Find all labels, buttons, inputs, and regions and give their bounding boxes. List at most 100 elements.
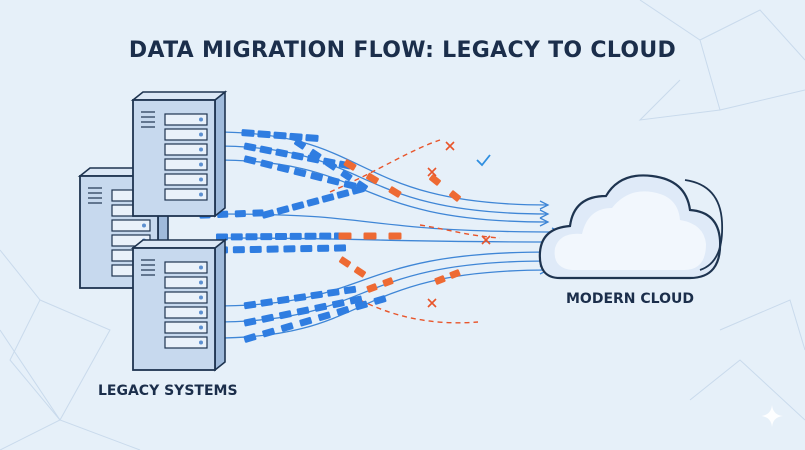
- data-packet: [241, 129, 255, 137]
- data-packet: [388, 186, 402, 198]
- data-packet: [276, 163, 290, 173]
- data-packet: [280, 322, 294, 332]
- data-packet: [333, 244, 347, 252]
- data-packet: [274, 232, 288, 241]
- data-packet: [331, 299, 345, 309]
- data-packet: [243, 300, 257, 310]
- data-packet: [276, 205, 290, 215]
- data-packet: [243, 333, 257, 343]
- data-packet: [343, 285, 357, 295]
- data-packet: [343, 159, 357, 171]
- data-packet: [260, 159, 274, 169]
- data-packet: [278, 310, 292, 320]
- data-packet: [243, 155, 257, 165]
- data-packet: [252, 209, 264, 217]
- data-packet: [327, 288, 340, 297]
- data-packet: [230, 233, 243, 241]
- data-packet: [324, 159, 338, 171]
- data-packet: [336, 306, 350, 316]
- data-packet: [338, 232, 352, 240]
- sparkle-icon: [761, 405, 783, 427]
- data-packet: [293, 167, 307, 178]
- data-packet: [249, 245, 262, 254]
- data-packet: [317, 311, 331, 322]
- data-packet: [232, 246, 245, 254]
- data-packet: [366, 283, 378, 293]
- data-packet: [449, 190, 461, 202]
- data-packet: [336, 189, 350, 199]
- data-packet: [243, 142, 257, 152]
- data-packet: [306, 197, 320, 207]
- data-packet: [388, 232, 402, 240]
- data-packet: [296, 306, 310, 316]
- data-packet: [289, 132, 303, 141]
- data-packet: [434, 275, 446, 285]
- arrow-head-icon: [539, 209, 550, 219]
- data-packet: [245, 233, 258, 241]
- data-packet: [314, 302, 328, 312]
- data-packet: [317, 244, 330, 252]
- data-packet: [309, 148, 322, 161]
- legacy-systems-label: LEGACY SYSTEMS: [98, 383, 238, 399]
- failure-x-icon: [427, 298, 437, 308]
- data-packet: [349, 295, 363, 305]
- data-packet: [304, 232, 317, 240]
- data-packet: [449, 269, 461, 279]
- data-packet: [338, 256, 352, 268]
- data-packet: [310, 290, 323, 300]
- data-packet: [289, 232, 302, 240]
- failure-x-icon: [445, 141, 455, 151]
- data-packet: [234, 210, 246, 218]
- server-rack-icon: [130, 90, 228, 218]
- arrow-head-icon: [539, 217, 550, 227]
- data-packet: [291, 151, 304, 161]
- data-packet: [353, 266, 367, 278]
- diagram-title: DATA MIGRATION FLOW: LEGACY TO CLOUD: [128, 38, 677, 63]
- failed-flow-line: [329, 139, 441, 193]
- data-packet: [291, 201, 305, 211]
- data-packet: [257, 130, 271, 139]
- success-check-icon: [476, 154, 491, 167]
- failed-flow-line: [359, 299, 479, 324]
- data-packet: [260, 298, 273, 307]
- data-packet: [260, 233, 273, 241]
- data-packet: [366, 172, 379, 185]
- data-packet: [243, 317, 257, 327]
- data-packet: [382, 277, 394, 287]
- modern-cloud-label: MODERN CLOUD: [566, 291, 694, 307]
- data-packet: [215, 233, 229, 241]
- arrow-head-icon: [539, 200, 550, 210]
- data-packet: [293, 138, 307, 150]
- data-packet: [354, 300, 368, 311]
- data-packet: [300, 244, 313, 253]
- data-packet: [305, 134, 319, 142]
- data-packet: [343, 180, 357, 190]
- data-packet: [266, 245, 279, 253]
- flow-line: [214, 131, 549, 206]
- flow-line: [224, 213, 561, 233]
- data-packet: [310, 172, 324, 182]
- data-packet: [261, 313, 275, 323]
- data-packet: [373, 295, 387, 305]
- flow-line: [214, 260, 549, 323]
- failure-x-icon: [427, 167, 437, 177]
- data-packet: [262, 327, 276, 338]
- data-packet: [275, 148, 289, 158]
- data-packet: [259, 145, 273, 155]
- data-packet: [293, 293, 307, 302]
- server-rack-icon: [130, 238, 228, 372]
- data-packet: [261, 209, 275, 219]
- data-packet: [277, 295, 290, 305]
- data-packet: [319, 232, 332, 240]
- data-packet: [429, 174, 441, 186]
- data-packet: [299, 316, 313, 327]
- failed-flow-line: [419, 224, 501, 239]
- failure-x-icon: [481, 235, 491, 245]
- data-packet: [283, 245, 296, 253]
- data-packet: [273, 131, 287, 140]
- data-packet: [351, 185, 365, 195]
- data-packet: [340, 169, 353, 182]
- data-packet: [321, 193, 335, 203]
